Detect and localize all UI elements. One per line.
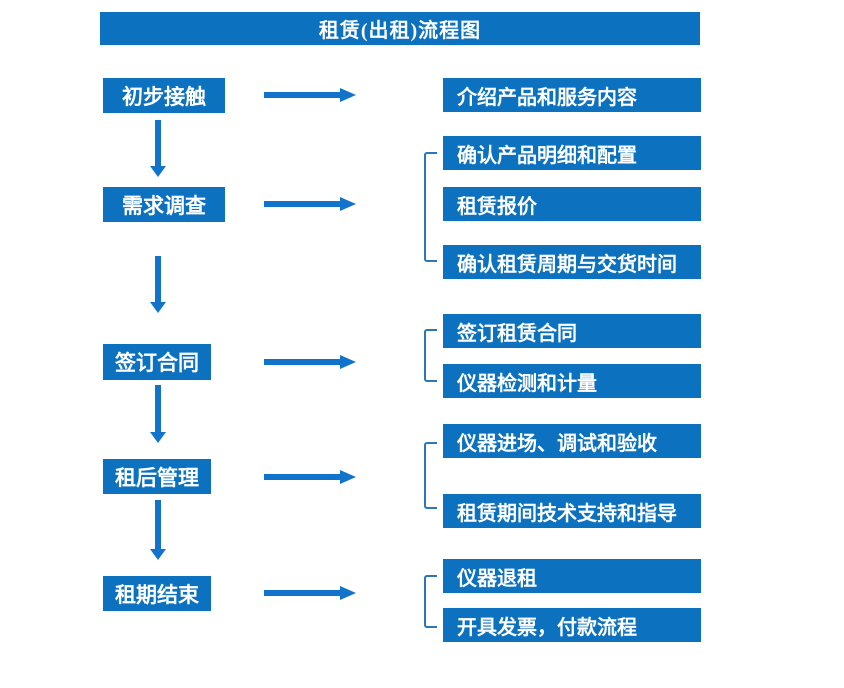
stage-box-sign-contract: 签订合同	[103, 344, 211, 380]
arrow-shaft	[155, 256, 161, 303]
arrow-right-4	[264, 470, 356, 484]
detail-box-rental-quote: 租赁报价	[443, 187, 701, 221]
stage-box-demand-survey: 需求调查	[103, 187, 225, 222]
page-title: 租赁(出租)流程图	[318, 20, 482, 42]
arrow-head-icon	[340, 88, 356, 102]
arrow-head-icon	[150, 432, 166, 443]
detail-box-sign-rental-contract: 签订租赁合同	[443, 314, 701, 348]
arrow-down-4	[150, 500, 166, 560]
detail-box-invoice-payment: 开具发票，付款流程	[443, 608, 701, 642]
detail-box-instrument-setup-acceptance: 仪器进场、调试和验收	[443, 424, 701, 458]
detail-box-confirm-product-details: 确认产品明细和配置	[443, 136, 701, 170]
detail-box-confirm-rental-period: 确认租赁周期与交货时间	[443, 245, 701, 279]
arrow-shaft	[155, 385, 161, 433]
arrow-head-icon	[150, 166, 166, 177]
arrow-shaft	[155, 120, 161, 167]
arrow-down-2	[150, 256, 166, 313]
stage-box-initial-contact: 初步接触	[103, 78, 225, 113]
arrow-shaft	[155, 500, 161, 550]
arrow-shaft	[264, 201, 340, 207]
arrow-head-icon	[150, 549, 166, 560]
group-bracket-sign-contract	[424, 329, 437, 382]
group-bracket-post-rental	[424, 442, 437, 509]
arrow-head-icon	[340, 355, 356, 369]
stage-box-rental-end: 租期结束	[103, 576, 211, 611]
arrow-head-icon	[150, 302, 166, 313]
arrow-right-3	[264, 355, 356, 369]
arrow-right-2	[264, 197, 356, 211]
stage-box-post-rental-management: 租后管理	[103, 459, 211, 494]
arrow-right-5	[264, 586, 356, 600]
arrow-head-icon	[340, 197, 356, 211]
group-bracket-demand-survey	[424, 152, 437, 262]
arrow-head-icon	[340, 586, 356, 600]
arrow-shaft	[264, 590, 340, 596]
arrow-right-1	[264, 88, 356, 102]
arrow-shaft	[264, 92, 340, 98]
arrow-down-1	[150, 120, 166, 177]
detail-box-introduce-products: 介绍产品和服务内容	[443, 78, 701, 112]
arrow-shaft	[264, 359, 340, 365]
title-bar: 租赁(出租)流程图	[100, 12, 700, 45]
group-bracket-rental-end	[424, 575, 437, 628]
arrow-shaft	[264, 474, 340, 480]
detail-box-technical-support: 租赁期间技术支持和指导	[443, 494, 701, 528]
detail-box-instrument-return: 仪器退租	[443, 559, 701, 593]
arrow-head-icon	[340, 470, 356, 484]
arrow-down-3	[150, 385, 166, 443]
detail-box-instrument-testing: 仪器检测和计量	[443, 364, 701, 398]
